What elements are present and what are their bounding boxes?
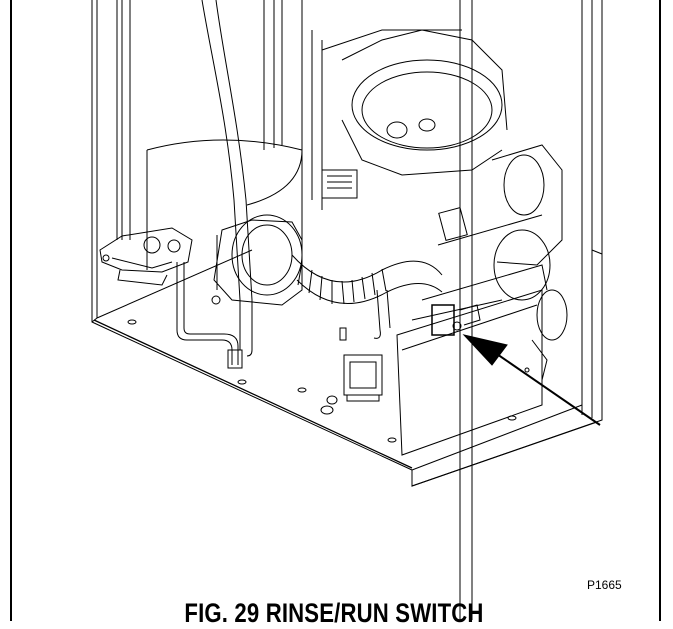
transformer (343, 354, 383, 402)
base-floor (93, 249, 583, 471)
mounting-holes (127, 319, 530, 443)
figure-caption: FIG. 29 RINSE/RUN SWITCH (184, 598, 484, 628)
drawing-reference-code: P1665 (587, 578, 622, 592)
control-bracket (396, 207, 548, 456)
right-side-fittings (491, 80, 593, 381)
wash-pump-motor (211, 214, 303, 306)
drain-hose (291, 254, 443, 305)
hot-water-tank (146, 0, 303, 270)
cabinet-frame (91, 0, 603, 620)
water-pipes (116, 0, 253, 369)
inlet-valve-assembly (99, 227, 193, 286)
figure-frame: P1665 FIG. 29 RINSE/RUN SWITCH (10, 0, 661, 628)
rinse-run-switch (431, 304, 481, 336)
upper-pump-housing (311, 29, 508, 210)
wiring (339, 289, 391, 341)
arrow-pointer (462, 334, 601, 426)
dishwasher-cutaway-drawing (91, 0, 603, 620)
